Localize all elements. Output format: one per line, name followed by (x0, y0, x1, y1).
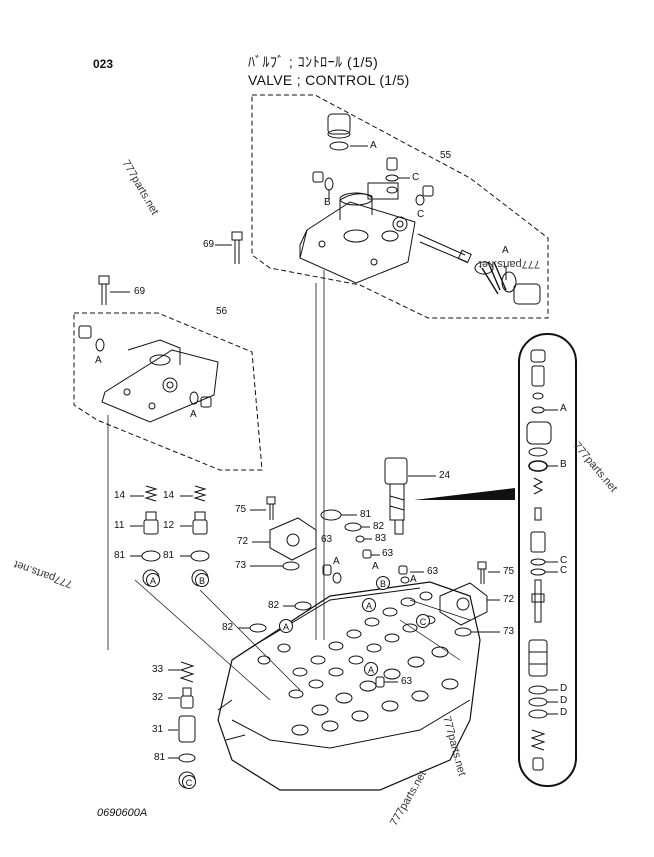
callout-24: 24 (439, 470, 451, 481)
seal-letter-b: B (560, 459, 567, 470)
seal-letter-c: C (560, 555, 568, 566)
callout-69-upper: 69 (203, 239, 215, 250)
group-56-outline (73, 312, 263, 471)
callout-69-left: 69 (134, 286, 146, 297)
group-55-outline (251, 94, 549, 319)
seal-letter-a: A (370, 140, 377, 151)
plate-72-right (439, 582, 488, 626)
spool-55 (417, 233, 541, 305)
callout-56: 56 (216, 306, 228, 317)
callout-63-b: 63 (382, 548, 394, 559)
seal-letter-d: D (560, 695, 568, 706)
valve-cover-55 (299, 182, 416, 284)
plate-72-left (269, 517, 317, 561)
piston-32 (168, 687, 194, 709)
seal-letter-a: A (372, 561, 379, 572)
seal-letter-c: C (412, 172, 420, 183)
pistons-11-12 (130, 511, 208, 535)
seal-letter-a: A (190, 409, 197, 420)
callout-75-left: 75 (235, 504, 247, 515)
callout-72-left: 72 (237, 536, 249, 547)
bolt-69-left (98, 275, 130, 305)
callout-82-low: 82 (222, 622, 234, 633)
callout-81-a: 81 (114, 550, 126, 561)
detail-capsule (518, 333, 577, 787)
callout-73-left: 73 (235, 560, 247, 571)
callout-81-b: 81 (163, 550, 175, 561)
bolt-75-right (477, 561, 500, 584)
callout-63-a: 63 (321, 534, 333, 545)
sleeve-31 (168, 715, 196, 743)
circled-letter-a: A (279, 619, 293, 633)
callout-14-right: 14 (163, 490, 175, 501)
seal-letter-c: C (417, 209, 425, 220)
callout-75-right: 75 (503, 566, 515, 577)
seal-letter-d: D (560, 683, 568, 694)
callout-33: 33 (152, 664, 164, 675)
circled-letter-b: B (376, 576, 390, 590)
seal-letter-a: A (333, 556, 340, 567)
watermark: 777parts.net (478, 258, 540, 270)
springs-14 (130, 485, 207, 502)
callout-32: 32 (152, 692, 164, 703)
circled-letter-b: B (195, 573, 209, 587)
callout-12: 12 (163, 520, 175, 531)
seal-letter-a: A (502, 245, 509, 256)
spring-33 (168, 661, 195, 683)
callout-14-left: 14 (114, 490, 126, 501)
callout-82-top: 82 (373, 521, 385, 532)
circled-letter-a: A (362, 598, 376, 612)
seal-letter-b: B (324, 197, 331, 208)
callout-11: 11 (114, 520, 125, 531)
callout-55: 55 (440, 150, 452, 161)
circled-letter-c: C (182, 775, 196, 789)
callout-72-right: 72 (503, 594, 515, 605)
seal-letter-d: D (560, 707, 568, 718)
bolt-69-upper (215, 231, 243, 264)
callout-81-c: 81 (360, 509, 372, 520)
callout-31: 31 (152, 724, 164, 735)
callout-83: 83 (375, 533, 387, 544)
seal-letter-c: C (560, 565, 568, 576)
circled-letter-a: A (146, 573, 160, 587)
circled-letter-a: A (364, 662, 378, 676)
callout-63-c: 63 (427, 566, 439, 577)
callout-81-d: 81 (154, 752, 166, 763)
valve-cover-56 (101, 339, 219, 423)
detail-parts-stack (526, 349, 558, 771)
seal-letter-a: A (95, 355, 102, 366)
detail-pointer (414, 488, 515, 500)
callout-63-d: 63 (401, 676, 413, 687)
figure-code: 0690600A (97, 807, 148, 819)
page-number: 023 (93, 57, 114, 71)
callout-73-right: 73 (503, 626, 515, 637)
seal-letter-a: A (560, 403, 567, 414)
title-english: VALVE ; CONTROL (1/5) (248, 72, 410, 88)
spool-assembly-24 (384, 457, 436, 535)
circled-letter-c: C (416, 614, 430, 628)
seal-letter-a: A (410, 574, 417, 585)
callout-82-mid: 82 (268, 600, 280, 611)
bolt-75-left (250, 496, 276, 520)
title-japanese: ﾊﾞﾙﾌﾞ ; ｺﾝﾄﾛｰﾙ (1/5) (248, 54, 379, 70)
plug-top (327, 113, 351, 151)
